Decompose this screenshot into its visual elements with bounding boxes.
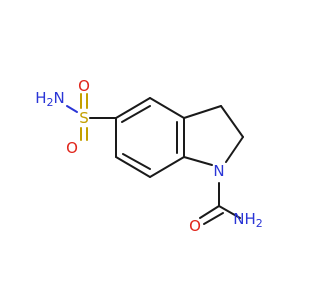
atom-sulfonyl-s: S [79, 109, 89, 127]
bond-co-double-a [199, 205, 220, 219]
pyrroline-ring [183, 105, 244, 166]
bond-c3-c2 [220, 105, 244, 138]
structure-diagram: H2N S O O N NH2 O [35, 77, 263, 235]
benzene-ring [115, 97, 185, 178]
atom-sulfonyl-o-left: O [66, 139, 78, 157]
bond-c4-c5 [115, 97, 151, 119]
atom-amide-o: O [189, 217, 201, 235]
atom-ring-n: N [213, 162, 224, 180]
double-bond-c4-c5 [121, 105, 151, 123]
bond-co-double-b [203, 212, 224, 225]
carboxamide-group [199, 182, 241, 225]
bond-s-n [66, 105, 78, 113]
bond-carbonyl-nh2 [218, 205, 241, 219]
atom-sulfonyl-o-top: O [78, 77, 90, 95]
bond-c3a-c4 [149, 97, 185, 119]
atom-amide-n: NH2 [233, 210, 263, 230]
double-bond-c6-c7 [122, 153, 151, 170]
bond-c2-n1 [225, 136, 244, 163]
bond-c3a-c3 [183, 105, 222, 119]
atom-sulfonamide-n: H2N [35, 89, 65, 109]
bond-c7-c7a [149, 156, 185, 178]
bond-c6-c7 [115, 156, 151, 178]
sulfonamide-group [66, 93, 117, 141]
bond-n1-c7a [183, 156, 213, 166]
